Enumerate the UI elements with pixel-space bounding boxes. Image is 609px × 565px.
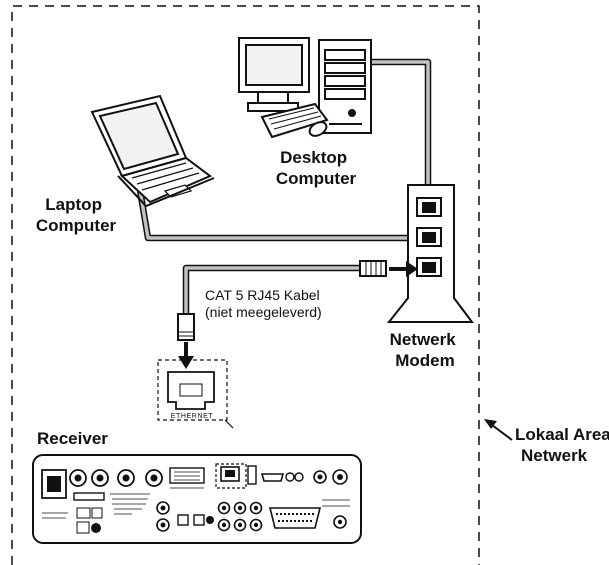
desktop-computer xyxy=(238,37,372,139)
arrow-to-ethernet xyxy=(178,342,194,369)
ethernet-port-detail xyxy=(157,359,234,429)
desktop-label: Desktop Computer xyxy=(276,148,357,188)
receiver-plug xyxy=(177,313,195,341)
modem-plug xyxy=(359,260,387,277)
arrow-to-modem xyxy=(389,261,418,277)
receiver-back-panel xyxy=(32,454,362,544)
receiver-label: Receiver xyxy=(37,429,108,448)
keyboard xyxy=(260,102,329,139)
mouse xyxy=(308,121,328,137)
modem-label: Netwerk Modem xyxy=(390,330,461,370)
laptop-label: Laptop Computer xyxy=(36,195,117,235)
lan-arrow xyxy=(484,419,513,441)
lan-label: Lokaal Area Netwerk xyxy=(515,425,609,465)
laptop-cable xyxy=(138,189,420,240)
cat5-cable xyxy=(184,266,362,316)
laptop-computer xyxy=(90,94,215,208)
cable-label: CAT 5 RJ45 Kabel (niet meegeleverd) xyxy=(205,287,324,320)
lan-boundary xyxy=(11,5,480,565)
network-modem xyxy=(386,184,474,323)
ethernet-port-label: ETHERNET xyxy=(171,413,214,420)
